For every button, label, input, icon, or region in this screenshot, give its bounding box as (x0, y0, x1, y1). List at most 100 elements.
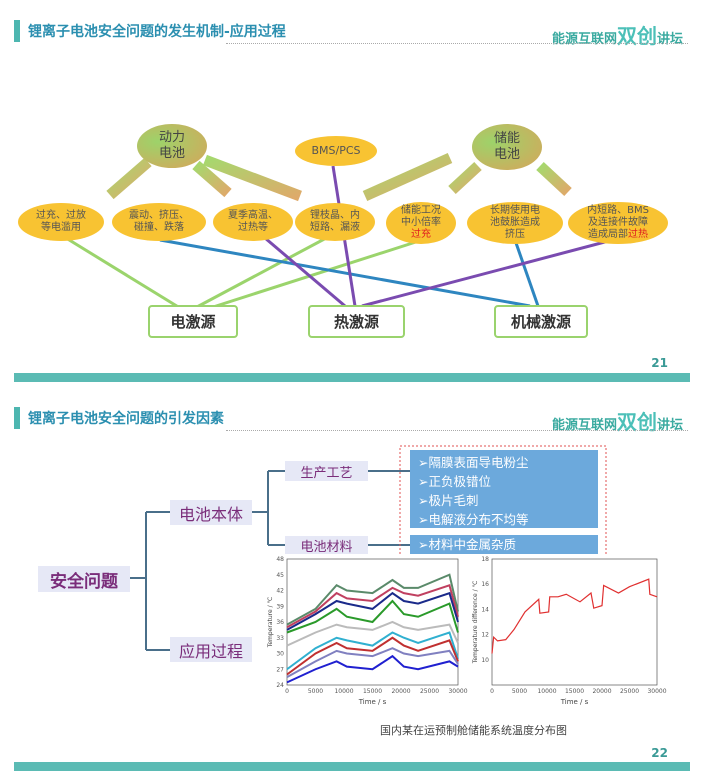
label: 储能 (493, 131, 520, 146)
y-tick-label: 16 (481, 581, 489, 588)
y-tick-label: 36 (276, 619, 284, 626)
y-tick-label: 12 (481, 632, 489, 639)
l: 震动、挤压、 (129, 210, 189, 221)
y-tick-label: 33 (276, 635, 284, 642)
process-node: 生产工艺 (285, 461, 368, 481)
l: 长期使用电 (490, 205, 540, 216)
page-number: 21 (651, 356, 668, 370)
x-tick-label: 15000 (363, 688, 382, 695)
y-tick-label: 48 (276, 556, 284, 563)
x-tick-label: 0 (285, 688, 289, 695)
slide2-title-text: 锂离子电池安全问题的引发因素 (28, 411, 224, 427)
l: 挤压 (505, 229, 525, 240)
electric-source: 电激源 (148, 305, 238, 338)
footer-band (14, 373, 690, 382)
power-battery-node: 动力电池 (137, 124, 207, 168)
x-axis-label: Time / s (560, 698, 589, 706)
divider (226, 43, 688, 44)
list-item: ➢隔膜表面导电粉尘 (418, 455, 529, 470)
slide2-title: 锂离子电池安全问题的引发因素 (14, 407, 224, 429)
y-tick-label: 14 (481, 606, 489, 613)
x-tick-label: 10000 (334, 688, 353, 695)
l: 及连接件故障 (588, 217, 648, 228)
label: 电池 (493, 147, 520, 162)
y-axis-label: Temperature / ℃ (267, 596, 274, 648)
plot-frame (491, 558, 658, 686)
footer-band (14, 762, 690, 771)
y-tick-label: 45 (276, 572, 284, 579)
l: 造成局部 (588, 229, 628, 240)
slide1-title-text: 锂离子电池安全问题的发生机制-应用过程 (28, 24, 286, 40)
l: 等电滥用 (41, 222, 81, 233)
list-item: ➢材料中金属杂质 (418, 537, 516, 552)
divider (226, 430, 688, 431)
l: 碰撞、跌落 (134, 222, 184, 233)
l: 中小倍率 (401, 217, 441, 228)
y-tick-label: 24 (276, 682, 284, 689)
series-line (491, 578, 658, 654)
l: 短路、漏液 (310, 222, 360, 233)
l: 过充、过放 (36, 210, 86, 221)
series-line (286, 599, 459, 634)
logo-tail: 讲坛 (657, 418, 684, 433)
mechanical-source: 机械激源 (494, 305, 588, 338)
y-tick-label: 10 (481, 657, 489, 664)
list-item: ➢正负极错位 (418, 474, 491, 489)
l: 内短路、BMS (587, 205, 649, 216)
storage-battery-node: 储能电池 (472, 124, 542, 170)
x-axis-label: Time / s (358, 698, 387, 706)
application-node: 应用过程 (170, 637, 252, 662)
label: 动力 (158, 130, 185, 145)
logo-text: 能源互联网 (552, 418, 618, 433)
material-list: ➢材料中金属杂质 (410, 535, 598, 554)
series-line (286, 631, 459, 671)
series-line (286, 620, 459, 647)
material-node: 电池材料 (285, 536, 368, 555)
series-line (286, 583, 459, 629)
cause-node: 储能工况中小倍率过充 (386, 202, 456, 244)
x-tick-label: 25000 (620, 688, 639, 695)
mechanism-arrows (65, 142, 621, 310)
x-tick-label: 0 (490, 688, 494, 695)
fat-arrows (106, 142, 572, 202)
x-tick-label: 25000 (420, 688, 439, 695)
series-line (286, 591, 459, 631)
list-item: ➢极片毛刺 (418, 493, 479, 508)
cause-node: 长期使用电池鼓胀造成挤压 (467, 202, 563, 244)
x-tick-label: 20000 (391, 688, 410, 695)
series-line (286, 573, 459, 626)
process-list: ➢隔膜表面导电粉尘 ➢正负极错位 ➢极片毛刺 ➢电解液分布不均等 (410, 450, 598, 528)
logo-big: 双创 (617, 24, 658, 48)
cause-node: 过充、过放等电滥用 (18, 203, 104, 241)
y-tick-label: 39 (276, 603, 284, 610)
battery-node: 电池本体 (170, 500, 252, 525)
series-line (286, 636, 459, 676)
label: 电池 (158, 146, 185, 161)
series-line (286, 647, 459, 679)
slide1-title: 锂离子电池安全问题的发生机制-应用过程 (14, 20, 286, 42)
l: 夏季高温、 (228, 210, 278, 221)
l: 过热等 (238, 222, 268, 233)
x-tick-label: 15000 (565, 688, 584, 695)
bms-pcs-node: BMS/PCS (295, 136, 377, 166)
x-tick-label: 20000 (592, 688, 611, 695)
y-tick-label: 18 (481, 556, 489, 563)
cause-node: 锂枝晶、内短路、漏液 (295, 203, 375, 241)
red-text: 过热 (628, 229, 648, 240)
y-tick-label: 42 (276, 588, 284, 595)
y-tick-label: 27 (276, 666, 284, 673)
x-tick-label: 5000 (512, 688, 527, 695)
cause-node: 震动、挤压、碰撞、跌落 (112, 203, 206, 241)
root-node: 安全问题 (38, 566, 130, 592)
list-item: ➢电解液分布不均等 (418, 512, 529, 527)
x-tick-label: 30000 (647, 688, 666, 695)
chart-caption: 国内某在运预制舱储能系统温度分布图 (380, 724, 567, 737)
y-axis-label: Temperature difference / ℃ (472, 580, 479, 664)
page-number: 22 (651, 746, 668, 760)
x-tick-label: 10000 (537, 688, 556, 695)
thermal-source: 热激源 (308, 305, 405, 338)
l: 储能工况 (401, 205, 441, 216)
